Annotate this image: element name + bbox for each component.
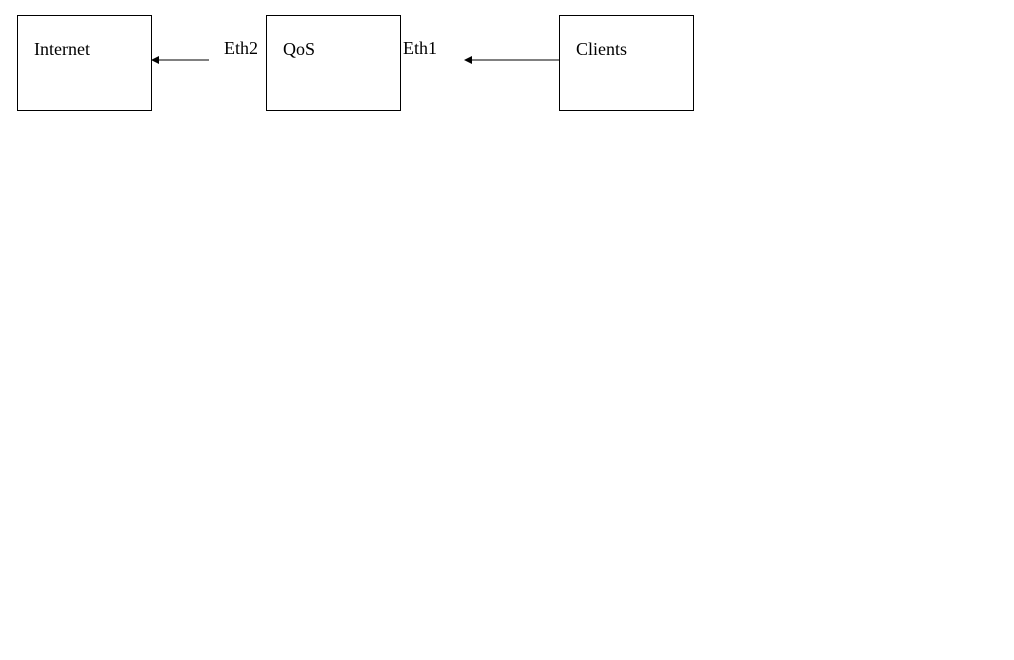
arrow-qos-to-internet [151,56,209,64]
arrow-clients-to-qos [464,56,559,64]
clients-node: Clients [559,15,694,111]
internet-label: Internet [34,39,90,59]
qos-node: QoS [266,15,401,111]
eth2-port-label: Eth2 [224,38,258,58]
qos-label: QoS [283,39,316,59]
clients-label: Clients [576,39,628,59]
internet-node: Internet [17,15,152,111]
eth1-port-label: Eth1 [403,38,437,58]
